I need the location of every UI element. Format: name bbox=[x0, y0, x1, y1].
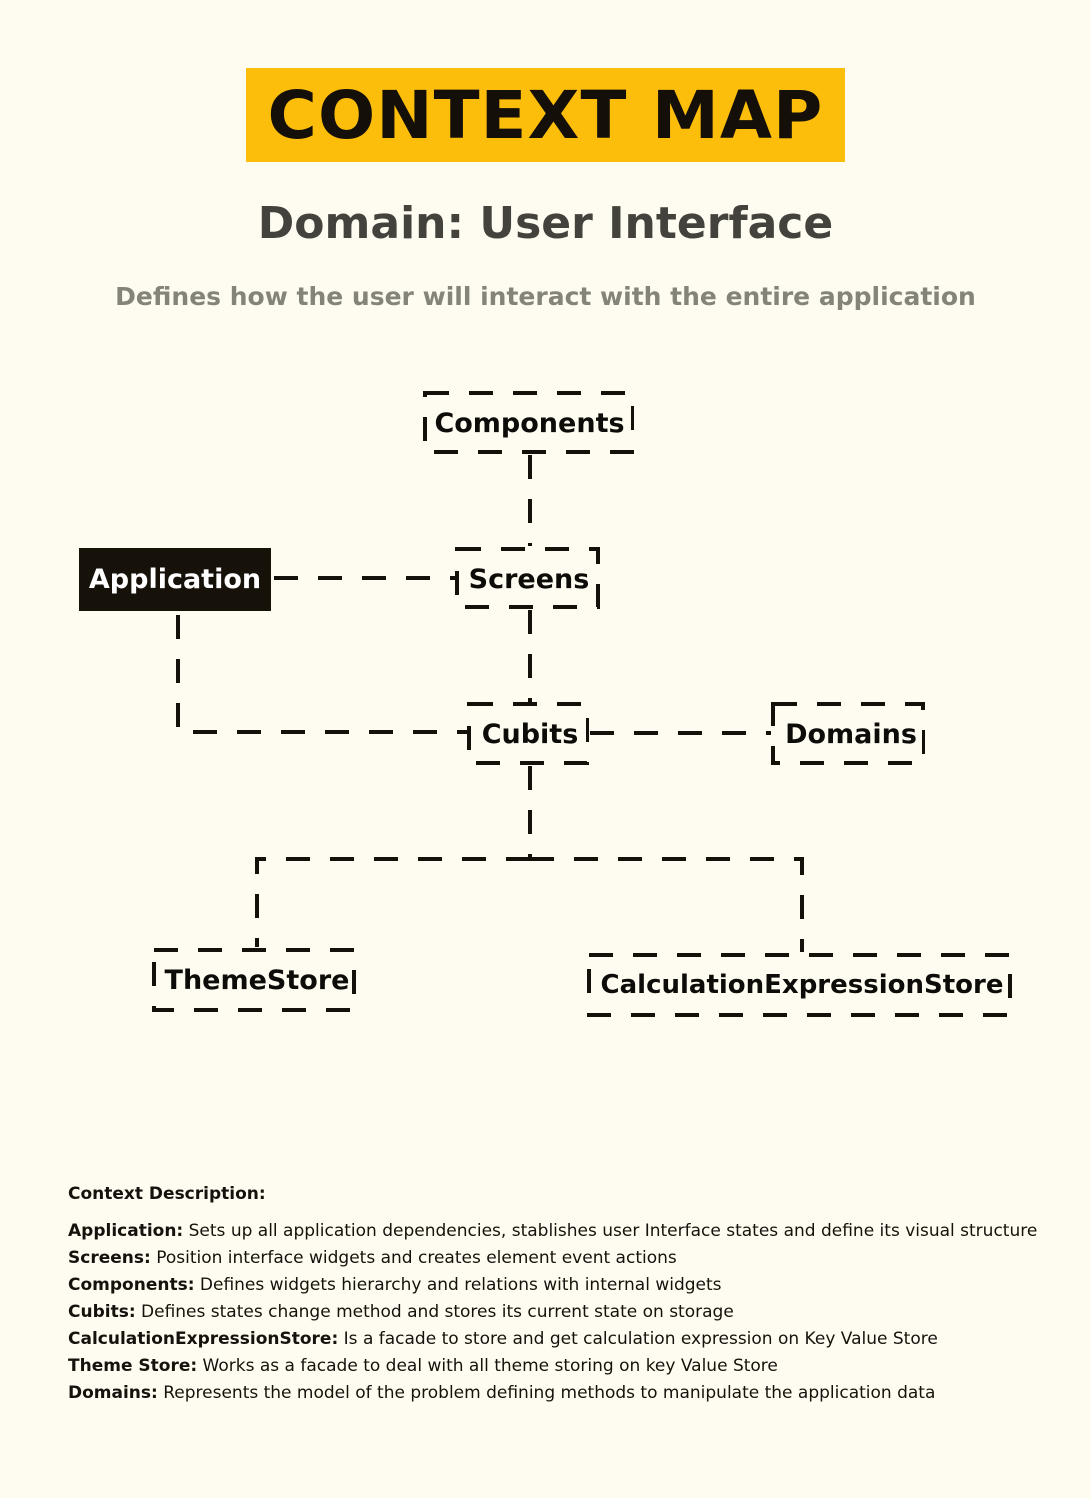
node-application: Application bbox=[79, 548, 271, 611]
desc-text: Defines states change method and stores … bbox=[135, 1302, 734, 1322]
desc-text: Is a facade to store and get calculation… bbox=[338, 1329, 938, 1349]
node-components: Components bbox=[428, 400, 631, 446]
desc-term: CalculationExpressionStore: bbox=[68, 1329, 339, 1349]
domains-box bbox=[771, 702, 925, 765]
desc-text: Sets up all application dependencies, st… bbox=[183, 1221, 1038, 1241]
domain-title: Domain: User Interface bbox=[257, 198, 834, 249]
components-box bbox=[423, 391, 634, 454]
page-title: CONTEXT MAP bbox=[267, 76, 824, 154]
desc-text: Position interface widgets and creates e… bbox=[150, 1248, 677, 1268]
desc-term: Cubits: bbox=[68, 1302, 136, 1322]
desc-text: Works as a facade to deal with all theme… bbox=[197, 1356, 778, 1376]
desc-item-screens: Screens: Position interface widgets and … bbox=[68, 1245, 1068, 1272]
screens-box bbox=[455, 547, 600, 609]
desc-text: Defines widgets hierarchy and relations … bbox=[194, 1275, 722, 1295]
context-description-heading: Context Description: bbox=[68, 1184, 266, 1204]
desc-item-calcstore: CalculationExpressionStore: Is a facade … bbox=[68, 1326, 1068, 1353]
node-cubits: Cubits bbox=[474, 711, 586, 757]
node-themestore: ThemeStore bbox=[162, 957, 352, 1003]
desc-text: Represents the model of the problem defi… bbox=[157, 1383, 936, 1403]
desc-item-themestore: Theme Store: Works as a facade to deal w… bbox=[68, 1353, 1068, 1380]
desc-item-components: Components: Defines widgets hierarchy an… bbox=[68, 1272, 1068, 1299]
edge-application-cubits bbox=[176, 615, 467, 734]
edge-themestore bbox=[255, 857, 530, 947]
desc-term: Components: bbox=[68, 1275, 195, 1295]
desc-term: Domains: bbox=[68, 1383, 158, 1403]
edge-calcstore bbox=[530, 857, 804, 952]
desc-term: Screens: bbox=[68, 1248, 151, 1268]
desc-term: Theme Store: bbox=[68, 1356, 198, 1376]
desc-item-application: Application: Sets up all application dep… bbox=[68, 1218, 1068, 1245]
desc-item-domains: Domains: Represents the model of the pro… bbox=[68, 1380, 1068, 1407]
desc-term: Application: bbox=[68, 1221, 184, 1241]
calcstore-box bbox=[587, 953, 1012, 1017]
node-calcstore: CalculationExpressionStore bbox=[596, 962, 1008, 1008]
cubits-box bbox=[467, 702, 589, 765]
title-banner: CONTEXT MAP bbox=[246, 68, 845, 162]
themestore-box bbox=[152, 948, 356, 1012]
domain-description: Defines how the user will interact with … bbox=[115, 282, 976, 311]
context-description: Context Description: Application: Sets u… bbox=[68, 1184, 1068, 1407]
node-domains: Domains bbox=[780, 711, 922, 757]
node-screens: Screens bbox=[462, 556, 596, 602]
desc-item-cubits: Cubits: Defines states change method and… bbox=[68, 1299, 1068, 1326]
